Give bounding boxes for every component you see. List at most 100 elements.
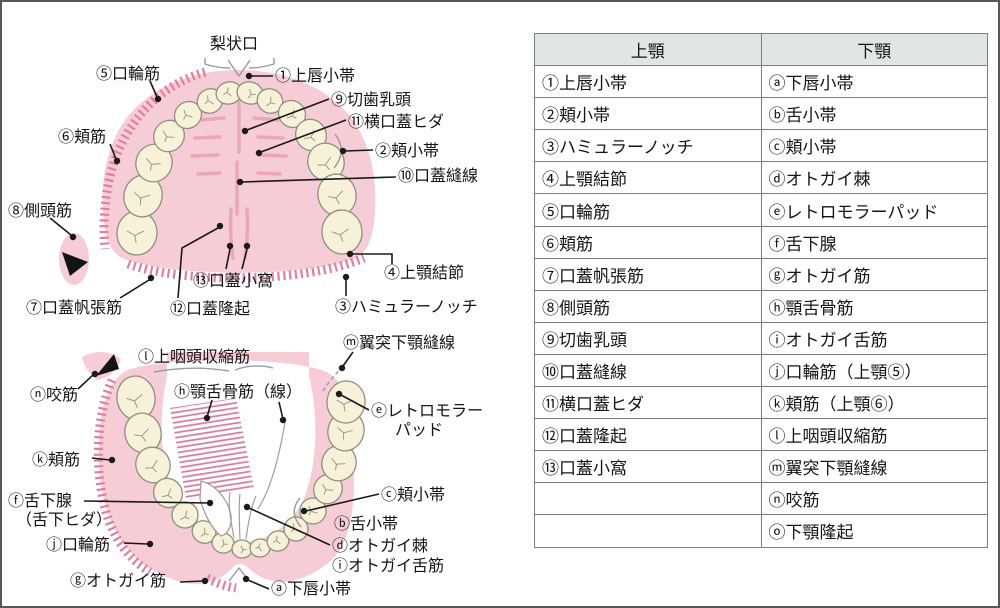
table-cell: [534, 482, 762, 516]
column-header-lower-jaw: 下顎: [760, 32, 988, 67]
arrow-icon: [96, 354, 119, 376]
piriform-arrow-icon: [227, 59, 251, 78]
table-cell: ⓑ舌小帯: [760, 97, 988, 131]
label-incisive-papilla: ⑨切歯乳頭: [331, 91, 411, 109]
table-cell: ⓙ口輪筋（上顎⑤）: [760, 353, 988, 388]
leader-lines-lower: [77, 351, 380, 590]
leader-dots-upper: [69, 72, 354, 282]
tooth-shape: [321, 209, 363, 255]
label-masseter: ⓝ咬筋: [30, 386, 78, 404]
table-cell: ⓐ下唇小帯: [760, 65, 988, 99]
table-cell: ⓞ下顎隆起: [760, 514, 988, 548]
label-mylohyoid: ⓗ顎舌骨筋（線）: [174, 383, 302, 401]
table-cell: ③ハミュラーノッチ: [534, 129, 762, 163]
table-cell: ⓒ頬小帯: [760, 129, 988, 163]
label-palatine-torus: ⑫口蓋隆起: [170, 300, 250, 318]
label-orbicularis-upper: ⑤口輪筋: [96, 65, 160, 83]
label-genial-spine: ⓓオトガイ棘: [332, 537, 428, 555]
table-cell: ⑪横口蓋ヒダ: [534, 386, 762, 420]
table-cell: ⓕ舌下腺: [760, 225, 988, 259]
table-cell: ⑤口輪筋: [534, 193, 762, 227]
label-max-tuberosity: ④上顎結節: [384, 264, 464, 282]
table-cell: ⓓオトガイ棘: [760, 161, 988, 195]
tooth-shape: [116, 375, 156, 421]
label-pterygomandibular: ⓜ翼突下顎縫線: [343, 334, 455, 352]
label-transverse-folds: ⑪横口蓋ヒダ: [348, 113, 444, 131]
label-sup-constrictor: ⓛ上咽頭収縮筋: [138, 348, 250, 366]
label-sublingual-1: ⓕ舌下腺: [8, 492, 72, 510]
label-hamular-notch: ③ハミュラーノッチ: [335, 298, 478, 316]
arrow-icon: [62, 252, 88, 276]
table-cell: ⑬口蓋小窩: [534, 450, 762, 484]
label-pear-opening: 梨状口: [210, 35, 258, 53]
label-buccinator-lower: ⓚ頬筋: [32, 451, 80, 469]
leader-lines-upper: [49, 75, 397, 299]
table-cell: ⓘオトガイ舌筋: [760, 321, 988, 355]
table-cell: ②頬小帯: [534, 97, 762, 131]
table-cell: ⓔレトロモラーパッド: [760, 193, 988, 227]
lingual-frenum-lines: [228, 421, 286, 540]
label-palatine-raphe: ⑩口蓋縫線: [398, 167, 478, 185]
gray-marks-lower: [153, 365, 343, 582]
column-header-upper-jaw: 上顎: [534, 32, 762, 67]
table-row: ⓝ咬筋: [534, 482, 988, 516]
label-buccal-frenum-lower: ⓒ頬小帯: [381, 486, 445, 504]
label-retromolar-1: ⓔレトロモラー: [371, 402, 483, 420]
mylohyoid-band: [170, 398, 254, 499]
table-cell: ⓖオトガイ筋: [760, 257, 988, 291]
table-cell: ⑫口蓋隆起: [534, 418, 762, 452]
table-cell: ⑥頬筋: [534, 225, 762, 259]
lower-jaw-diagram: ⓛ上咽頭収縮筋 ⓜ翼突下顎縫線 ⓝ咬筋 ⓗ顎舌骨筋（線） ⓔレトロモラー パッド…: [8, 334, 483, 598]
label-lingual-frenum: ⓑ舌小帯: [334, 515, 398, 533]
label-lower-lip-frenum: ⓐ下唇小帯: [271, 580, 351, 598]
label-upper-lip-frenum: ①上唇小帯: [275, 67, 355, 85]
label-temporalis: ⑧側頭筋: [8, 202, 72, 220]
lower-teeth: [116, 375, 366, 559]
table-cell: ①上唇小帯: [534, 65, 762, 99]
label-buccal-frenum-upper: ②頬小帯: [375, 142, 439, 160]
table-cell: ⑦口蓋帆張筋: [534, 257, 762, 291]
label-orbicularis-lower: ⓙ口輪筋: [46, 536, 110, 554]
label-tensor-veli: ⑦口蓋帆張筋: [26, 299, 122, 317]
label-mentalis: ⓖオトガイ筋: [70, 572, 166, 590]
table-cell: ⓜ翼突下顎縫線: [760, 450, 988, 484]
label-sublingual-2: （舌下ヒダ）: [16, 511, 112, 529]
tooth-shape: [249, 538, 271, 558]
table-cell: ⓛ上咽頭収縮筋: [760, 418, 988, 452]
label-buccinator-upper: ⑥頬筋: [58, 128, 106, 146]
tooth-shape: [236, 81, 264, 105]
table-cell: ④上顎結節: [534, 161, 762, 195]
upper-jaw-diagram: 梨状口 ①上唇小帯 ⑨切歯乳頭 ⑪横口蓋ヒダ ②頬小帯 ⑩口蓋縫線 ⑤口輪筋 ⑥…: [8, 35, 478, 318]
upper-teeth: [116, 81, 363, 256]
table-cell: ⓚ頬筋（上顎⑥）: [760, 386, 988, 420]
table-cell: ⓝ咬筋: [760, 482, 988, 516]
table-header-row: 上顎 下顎: [534, 32, 988, 67]
hatch-border-lower: [93, 378, 237, 593]
leader-dots-lower: [91, 364, 346, 585]
table-cell: ⓗ顎舌骨筋: [760, 289, 988, 323]
table-row: ⓞ下顎隆起: [534, 514, 988, 548]
tooth-shape: [326, 380, 366, 424]
hatch-border-upper: [99, 67, 366, 283]
label-palatine-fovea: ⑬口蓋小窩: [193, 272, 273, 290]
sublingual-fold: [199, 480, 232, 537]
jaw-diagrams: 梨状口 ①上唇小帯 ⑨切歯乳頭 ⑪横口蓋ヒダ ②頬小帯 ⑩口蓋縫線 ⑤口輪筋 ⑥…: [8, 35, 483, 598]
table-cell: ⑩口蓋縫線: [534, 353, 762, 388]
table-cell: ⑨切歯乳頭: [534, 321, 762, 355]
label-retromolar-2: パッド: [395, 422, 443, 439]
